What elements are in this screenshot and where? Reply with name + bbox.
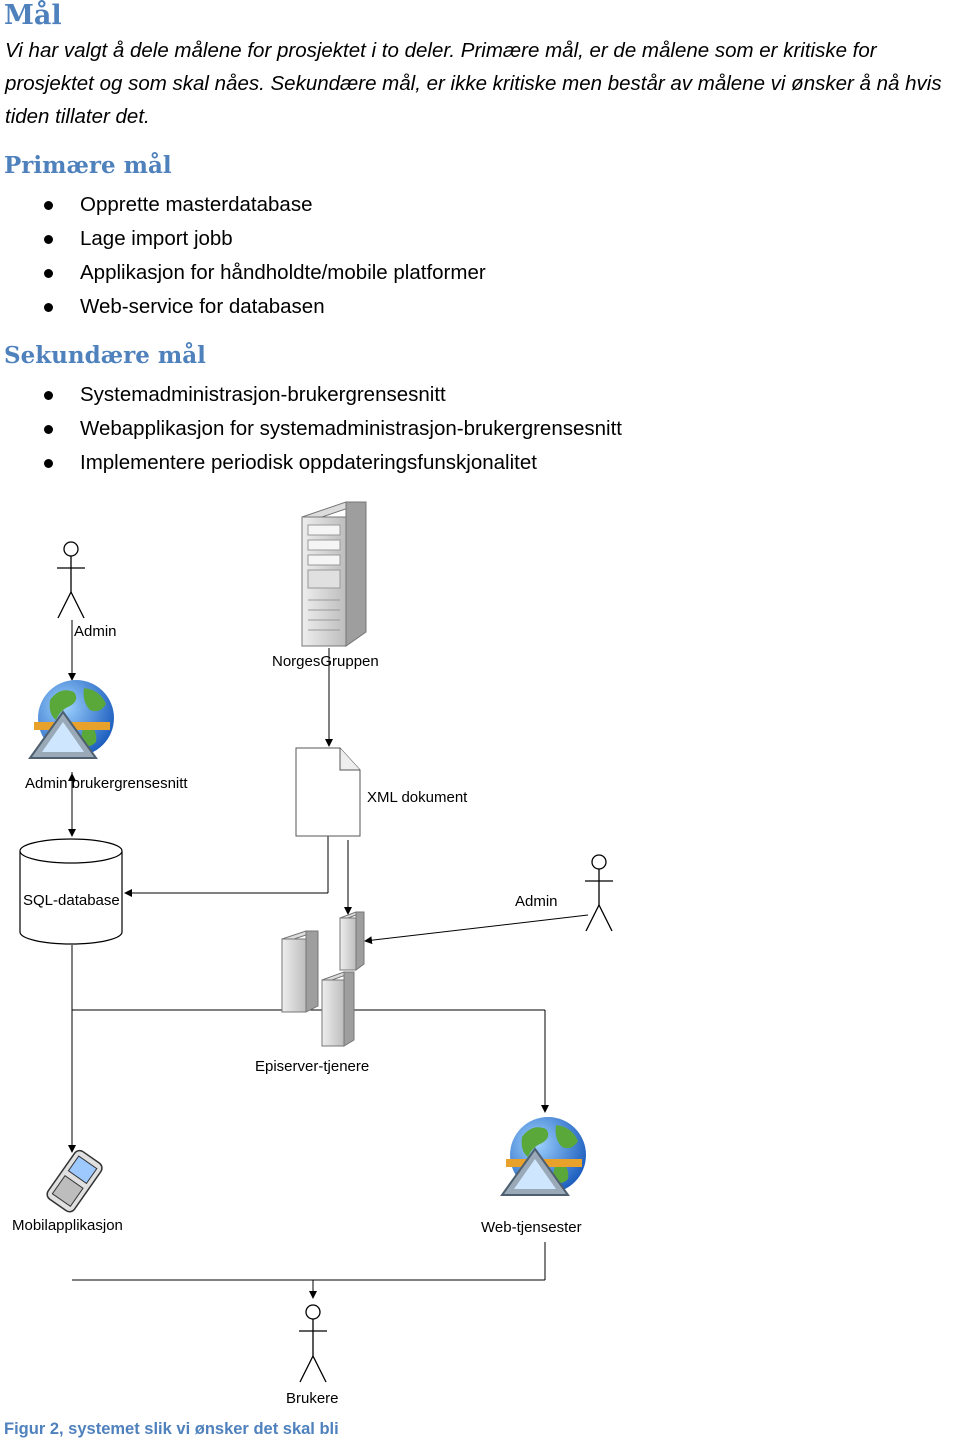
list-item-text: Opprette masterdatabase (80, 193, 313, 216)
xml-document-label: XML dokument (367, 789, 468, 806)
list-item: Systemadministrasjon-brukergrensesnitt (0, 378, 622, 412)
mobile-app-label: Mobilapplikasjon (12, 1217, 123, 1234)
figure-caption: Figur 2, systemet slik vi ønsker det ska… (4, 1420, 339, 1438)
list-item-text: Lage import jobb (80, 227, 233, 250)
mobile-phone-icon (46, 1149, 103, 1213)
admin-ui-label: Admin brukergrensesnitt (25, 775, 188, 792)
list-item: Implementere periodisk oppdateringsfunsk… (0, 446, 622, 480)
list-item: Opprette masterdatabase (0, 188, 486, 222)
bullet-icon (44, 201, 53, 210)
list-item-text: Web-service for databasen (80, 295, 325, 318)
intro-paragraph: Vi har valgt å dele målene for prosjekte… (5, 39, 942, 128)
bullet-icon (44, 235, 53, 244)
web-services-label: Web-tjensester (481, 1219, 582, 1236)
admin-actor-right-icon (585, 854, 613, 932)
list-item-text: Systemadministrasjon-brukergrensesnitt (80, 383, 446, 406)
server-icon (301, 501, 367, 647)
xml-document-icon (295, 747, 361, 837)
list-item: Webapplikasjon for systemadministrasjon-… (0, 412, 622, 446)
episerver-servers-icon (281, 911, 365, 1047)
users-actor-icon (299, 1304, 327, 1383)
admin-top-label: Admin (74, 623, 117, 640)
primary-goals-list: Opprette masterdatabase Lage import jobb… (0, 188, 486, 324)
bullet-icon (44, 269, 53, 278)
web-services-globe-icon (500, 1117, 586, 1196)
bullet-icon (44, 459, 53, 468)
bullet-icon (44, 425, 53, 434)
list-item-text: Webapplikasjon for systemadministrasjon-… (80, 417, 622, 440)
primary-goals-heading: Primære mål (4, 152, 172, 179)
database-icon (19, 838, 123, 945)
connectors (68, 620, 589, 1299)
list-item-text: Implementere periodisk oppdateringsfunsk… (80, 451, 537, 474)
bullet-icon (44, 303, 53, 312)
norgesgruppen-label: NorgesGruppen (272, 653, 379, 670)
list-item: Applikasjon for håndholdte/mobile platfo… (0, 256, 486, 290)
admin-right-label: Admin (515, 893, 558, 910)
list-item: Lage import jobb (0, 222, 486, 256)
list-item: Web-service for databasen (0, 290, 486, 324)
page-heading: Mål (4, 0, 62, 31)
web-globe-icon (28, 680, 114, 759)
list-item-text: Applikasjon for håndholdte/mobile platfo… (80, 261, 486, 284)
secondary-goals-list: Systemadministrasjon-brukergrensesnitt W… (0, 378, 622, 480)
sql-database-label: SQL-database (23, 892, 120, 909)
system-diagram: Admin NorgesGruppen Admin brukergrensesn… (12, 501, 613, 1407)
admin-actor-icon (57, 541, 85, 619)
users-label: Brukere (286, 1390, 339, 1407)
bullet-icon (44, 391, 53, 400)
secondary-goals-heading: Sekundære mål (4, 342, 206, 369)
episerver-label: Episerver-tjenere (255, 1058, 369, 1075)
